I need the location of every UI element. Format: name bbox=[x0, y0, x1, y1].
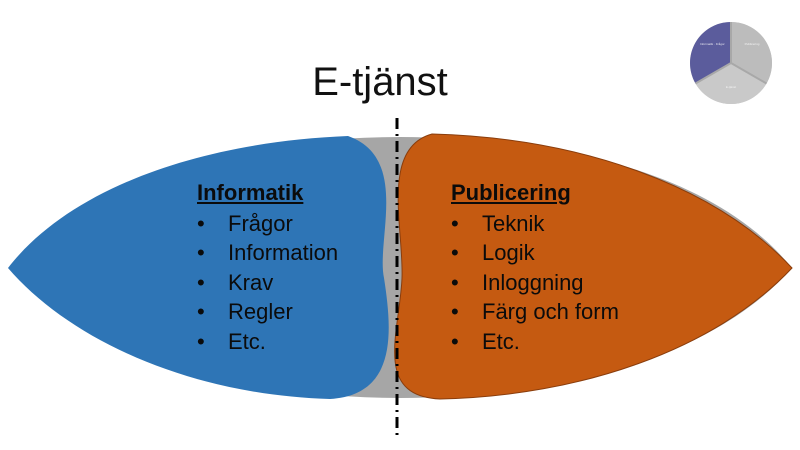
left-panel: Informatik Frågor Information Krav Regle… bbox=[197, 178, 338, 356]
list-item: Krav bbox=[197, 268, 338, 298]
list-item: Färg och form bbox=[451, 297, 619, 327]
list-item: Teknik bbox=[451, 209, 619, 239]
thumbnail-text-3: E-tjänst bbox=[725, 85, 737, 89]
right-panel: Publicering Teknik Logik Inloggning Färg… bbox=[451, 178, 619, 356]
list-item: Regler bbox=[197, 297, 338, 327]
list-item: Information bbox=[197, 238, 338, 268]
thumbnail-text-2: Publicering bbox=[744, 42, 760, 46]
list-item: Frågor bbox=[197, 209, 338, 239]
list-item: Etc. bbox=[197, 327, 338, 357]
slide-title: E-tjänst bbox=[312, 60, 448, 104]
thumbnail-text-1: Informatik · Frågor bbox=[700, 42, 725, 46]
right-panel-list: Teknik Logik Inloggning Färg och form Et… bbox=[451, 209, 619, 357]
list-item: Inloggning bbox=[451, 268, 619, 298]
right-panel-heading: Publicering bbox=[451, 180, 571, 205]
left-panel-list: Frågor Information Krav Regler Etc. bbox=[197, 209, 338, 357]
list-item: Logik bbox=[451, 238, 619, 268]
list-item: Etc. bbox=[451, 327, 619, 357]
thumbnail-pie bbox=[690, 22, 772, 104]
left-panel-heading: Informatik bbox=[197, 180, 304, 205]
